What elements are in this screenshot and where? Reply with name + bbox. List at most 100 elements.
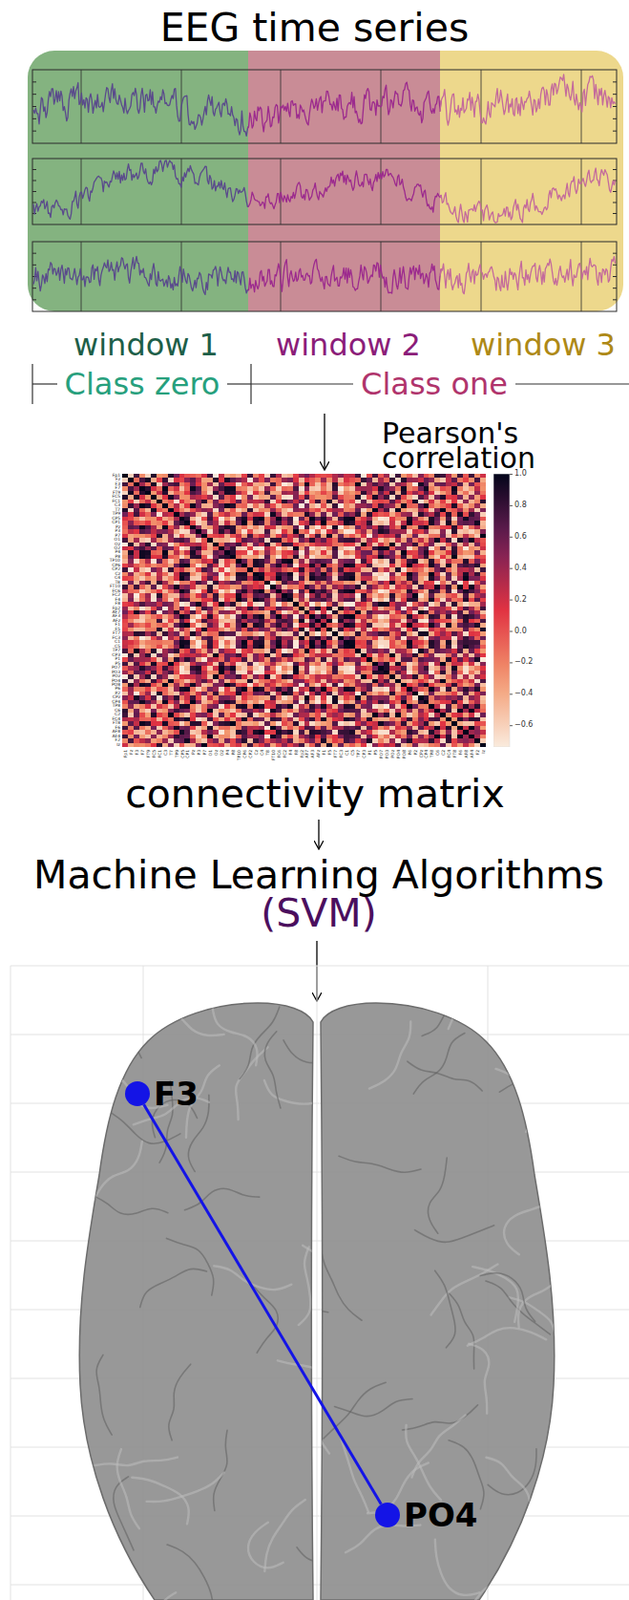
heatmap-cell xyxy=(434,554,441,560)
heatmap-cell xyxy=(127,597,134,603)
heatmap-cell xyxy=(468,528,475,534)
heatmap-cell xyxy=(258,545,265,551)
heatmap-cell xyxy=(412,524,419,530)
heatmap-cell xyxy=(167,545,174,551)
heatmap-cell xyxy=(150,507,157,513)
heatmap-cell xyxy=(314,516,321,522)
heatmap-cell xyxy=(355,499,361,504)
heatmap-cell xyxy=(418,528,424,534)
heatmap-cell xyxy=(360,571,367,577)
heatmap-cell xyxy=(293,490,299,496)
heatmap-cell xyxy=(418,482,424,487)
heatmap-cell xyxy=(314,477,321,483)
heatmap-cell xyxy=(122,503,128,508)
heatmap-cell xyxy=(462,528,469,534)
heatmap-cell xyxy=(293,566,299,572)
heatmap-cell xyxy=(298,575,305,581)
heatmap-cell xyxy=(337,516,344,522)
heatmap-cell xyxy=(462,558,469,564)
heatmap-cell xyxy=(428,503,435,508)
heatmap-cell xyxy=(218,537,225,543)
heatmap-cell xyxy=(167,473,174,479)
heatmap-cell xyxy=(133,558,140,564)
heatmap-cell xyxy=(173,524,180,530)
heatmap-cell xyxy=(247,571,253,577)
heatmap-cell xyxy=(445,542,452,547)
heatmap-cell xyxy=(264,571,271,577)
heatmap-cell xyxy=(383,503,390,508)
heatmap-cell xyxy=(287,528,294,534)
heatmap-cell xyxy=(258,511,265,517)
heatmap-cell xyxy=(406,580,413,586)
heatmap-cell xyxy=(423,575,430,581)
heatmap-cell xyxy=(372,520,378,525)
heatmap-cell xyxy=(428,575,435,581)
heatmap-cell xyxy=(281,575,288,581)
heatmap-cell xyxy=(287,554,294,560)
heatmap-cell xyxy=(462,482,469,487)
heatmap-cell xyxy=(270,580,276,586)
heatmap-cell xyxy=(145,537,151,543)
heatmap-cell xyxy=(304,516,311,522)
heatmap-cell xyxy=(360,485,367,491)
heatmap-cell xyxy=(418,575,424,581)
heatmap-cell xyxy=(207,499,213,504)
heatmap-cell xyxy=(293,554,299,560)
heatmap-cell xyxy=(162,511,168,517)
heatmap-cell xyxy=(395,592,401,598)
heatmap-cell xyxy=(139,482,146,487)
heatmap-cell xyxy=(383,563,390,568)
heatmap-cell xyxy=(474,490,481,496)
heatmap-cell xyxy=(287,516,294,522)
heatmap-cell xyxy=(434,520,441,525)
heatmap-cell xyxy=(412,554,419,560)
heatmap-cell xyxy=(457,516,463,522)
heatmap-cell xyxy=(162,563,168,568)
heatmap-cell xyxy=(127,542,134,547)
heatmap-cell xyxy=(320,588,327,594)
heatmap-cell xyxy=(195,503,202,508)
heatmap-cell xyxy=(304,477,311,483)
heatmap-cell xyxy=(343,490,350,496)
heatmap-cell xyxy=(423,516,430,522)
heatmap-cell xyxy=(377,511,384,517)
heatmap-cell xyxy=(395,511,401,517)
heatmap-cell xyxy=(349,516,356,522)
heatmap-cell xyxy=(258,566,265,572)
heatmap-cell xyxy=(270,482,276,487)
heatmap-cell xyxy=(337,566,344,572)
heatmap-cell xyxy=(389,549,396,555)
heatmap-cell xyxy=(366,542,373,547)
heatmap-cell xyxy=(264,563,271,568)
heatmap-cell xyxy=(258,588,265,594)
heatmap-cell xyxy=(224,507,231,513)
heatmap-cell xyxy=(207,533,213,539)
heatmap-cell xyxy=(287,592,294,598)
heatmap-cell xyxy=(445,588,452,594)
heatmap-cell xyxy=(423,558,430,564)
heatmap-cell xyxy=(337,592,344,598)
heatmap-cell xyxy=(304,592,311,598)
heatmap-cell xyxy=(212,558,219,564)
heatmap-cell xyxy=(343,549,350,555)
heatmap-cell xyxy=(320,473,327,479)
heatmap-cell xyxy=(383,477,390,483)
heatmap-cell xyxy=(395,542,401,547)
heatmap-cell xyxy=(162,542,168,547)
heatmap-cell xyxy=(474,545,481,551)
heatmap-cell xyxy=(474,511,481,517)
heatmap-cell xyxy=(224,597,231,603)
heatmap-cell xyxy=(252,592,259,598)
heatmap-cell xyxy=(480,558,486,564)
heatmap-cell xyxy=(207,507,213,513)
heatmap-cell xyxy=(293,507,299,513)
heatmap-cell xyxy=(406,566,413,572)
heatmap-cell xyxy=(145,485,151,491)
heatmap-cell xyxy=(207,473,213,479)
heatmap-cell xyxy=(372,592,378,598)
heatmap-cell xyxy=(281,507,288,513)
heatmap-cell xyxy=(258,584,265,589)
heatmap-cell xyxy=(428,588,435,594)
heatmap-cell xyxy=(418,588,424,594)
heatmap-cell xyxy=(264,485,271,491)
